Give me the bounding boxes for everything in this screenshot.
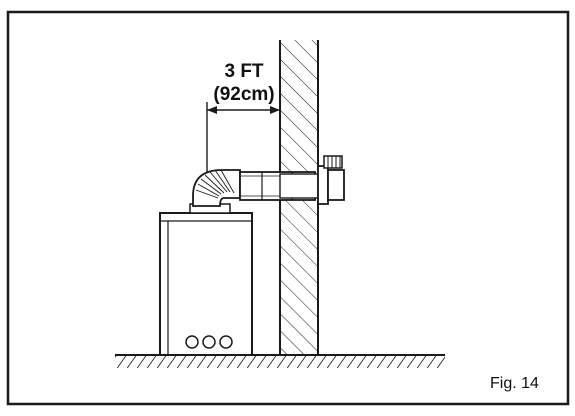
ground: [115, 354, 445, 368]
control-knob-1: [185, 335, 199, 349]
figure-label: Fig. 14: [490, 375, 539, 392]
figure-frame: [6, 10, 570, 406]
vent-pipe: [192, 169, 319, 207]
control-knob-2: [202, 335, 216, 349]
control-knob-3: [219, 335, 233, 349]
vent-terminal-cap: [317, 155, 345, 205]
water-heater-unit: [159, 203, 253, 356]
distance-metric-label: (92cm): [213, 84, 274, 105]
dimension-line: [206, 102, 280, 172]
distance-label: 3 FT: [224, 61, 263, 82]
